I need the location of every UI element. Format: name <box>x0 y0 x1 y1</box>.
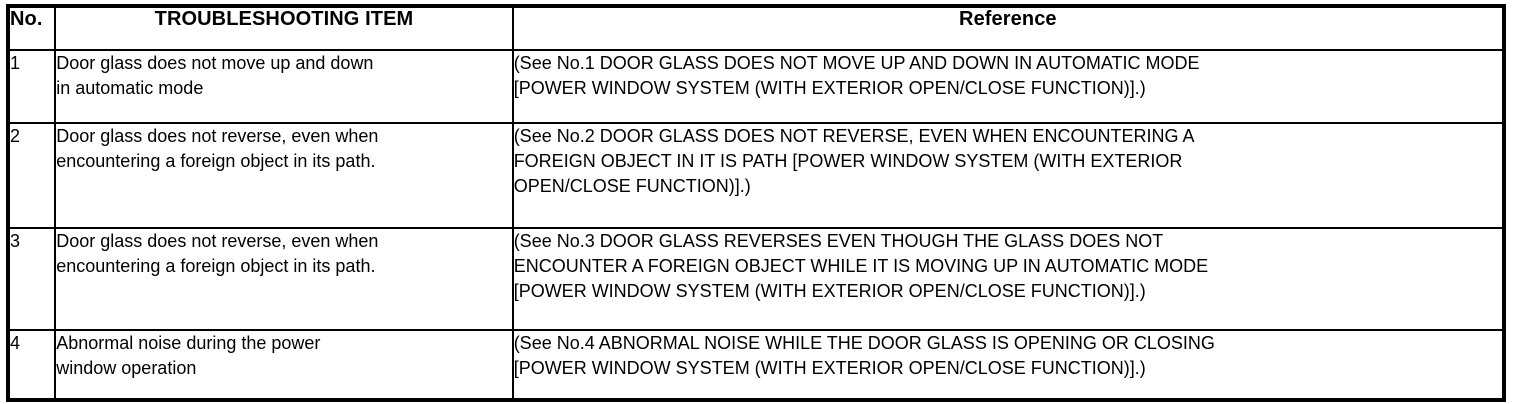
table-row: 4 Abnormal noise during the power window… <box>6 329 1506 401</box>
reference-text: (See No.2 DOOR GLASS DOES NOT REVERSE, E… <box>513 126 1195 196</box>
row-number-cell: 3 <box>6 227 57 331</box>
row-number-cell: 4 <box>6 329 57 401</box>
reference-cell: (See No.4 ABNORMAL NOISE WHILE THE DOOR … <box>511 329 1506 401</box>
troubleshooting-item-cell: Door glass does not reverse, even when e… <box>54 227 514 331</box>
troubleshooting-item-text: Door glass does not reverse, even when e… <box>56 126 379 171</box>
column-header-reference: Reference <box>511 5 1506 51</box>
table-body: 1 Door glass does not move up and down i… <box>6 49 1506 401</box>
reference-text: (See No.4 ABNORMAL NOISE WHILE THE DOOR … <box>513 333 1215 378</box>
table-row: 3 Door glass does not reverse, even when… <box>6 227 1506 331</box>
reference-cell: (See No.3 DOOR GLASS REVERSES EVEN THOUG… <box>511 227 1506 331</box>
troubleshooting-item-text: Door glass does not move up and down in … <box>56 53 374 98</box>
reference-cell: (See No.2 DOOR GLASS DOES NOT REVERSE, E… <box>511 122 1506 229</box>
row-number-cell: 2 <box>6 122 57 229</box>
troubleshooting-item-text: Door glass does not reverse, even when e… <box>56 231 379 276</box>
troubleshooting-item-text: Abnormal noise during the power window o… <box>56 333 321 378</box>
reference-cell: (See No.1 DOOR GLASS DOES NOT MOVE UP AN… <box>511 49 1506 124</box>
row-number-cell: 1 <box>6 49 57 124</box>
reference-text: (See No.1 DOOR GLASS DOES NOT MOVE UP AN… <box>513 53 1200 98</box>
column-header-troubleshooting-item: TROUBLESHOOTING ITEM <box>54 5 514 51</box>
table-row: 1 Door glass does not move up and down i… <box>6 49 1506 124</box>
table-row: 2 Door glass does not reverse, even when… <box>6 122 1506 229</box>
table-header: No. TROUBLESHOOTING ITEM Reference <box>6 5 1506 51</box>
troubleshooting-table: No. TROUBLESHOOTING ITEM Reference 1 Doo… <box>6 4 1506 402</box>
troubleshooting-item-cell: Door glass does not move up and down in … <box>54 49 514 124</box>
header-row: No. TROUBLESHOOTING ITEM Reference <box>6 5 1506 51</box>
troubleshooting-item-cell: Door glass does not reverse, even when e… <box>54 122 514 229</box>
reference-text: (See No.3 DOOR GLASS REVERSES EVEN THOUG… <box>513 231 1209 301</box>
column-header-no: No. <box>6 5 57 51</box>
troubleshooting-item-cell: Abnormal noise during the power window o… <box>54 329 514 401</box>
